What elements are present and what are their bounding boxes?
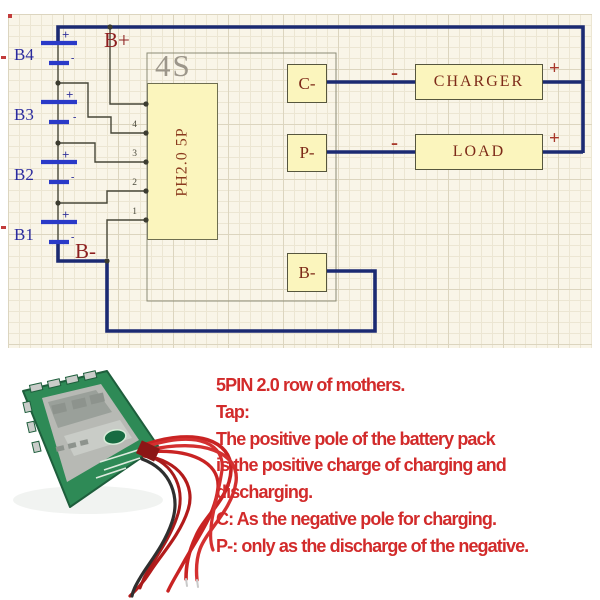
connector-label: PH2.0 5P: [173, 126, 191, 197]
pack-size-label: 4S: [155, 48, 192, 83]
caption-block: 5PIN 2.0 row of mothers. Tap: The positi…: [216, 372, 600, 560]
pcb-fet-bank: [48, 390, 112, 428]
caption-line: P-: only as the discharge of the negativ…: [216, 535, 529, 556]
pcb-pad-row: [64, 420, 132, 456]
b-minus-label: B-: [75, 239, 96, 263]
cell-plus-mark: +: [62, 27, 70, 42]
pcb-silkscreen: [95, 449, 141, 479]
sheet-edge-mark: [1, 226, 6, 229]
pin-number-2: 2: [132, 178, 137, 188]
charger-box: CHARGER: [415, 64, 543, 100]
pin-number-1: 1: [132, 207, 137, 217]
load-label: LOAD: [452, 143, 506, 160]
photo-shadow: [13, 486, 163, 514]
sheet-corner-mark: [8, 14, 12, 18]
cell-minus-mark: -: [71, 172, 75, 183]
caption-line: C: As the negative pole for charging.: [216, 508, 497, 529]
connector-box: PH2.0 5P: [147, 83, 218, 240]
terminal-p-minus-label: P-: [299, 143, 315, 162]
terminal-b-minus-label: B-: [298, 262, 316, 282]
pcb-smd-parts: [51, 392, 105, 452]
caption-line: is the positive charge of charging and: [216, 455, 507, 476]
load-box: LOAD: [415, 134, 543, 170]
wire-bundle-wrap: [135, 440, 161, 462]
charger-minus-sign: -: [391, 60, 398, 84]
pcb-logo: [103, 429, 127, 445]
charger-plus-sign: +: [549, 58, 560, 79]
b-plus-label: B+: [104, 28, 130, 52]
pcb-board: [22, 370, 159, 508]
battery-label-b1: B1: [14, 225, 34, 244]
load-minus-sign: -: [391, 130, 398, 154]
caption-line: The positive pole of the battery pack: [216, 428, 496, 449]
terminal-c-minus-label: C-: [298, 73, 316, 93]
terminal-p-minus: P-: [287, 134, 327, 172]
sheet-edge-mark: [1, 56, 6, 59]
battery-label-b4: B4: [14, 45, 34, 64]
pin-number-3: 3: [132, 149, 137, 159]
caption-line: 5PIN 2.0 row of mothers.: [216, 375, 405, 395]
load-plus-sign: +: [549, 128, 560, 149]
cell-plus-mark: +: [62, 207, 70, 222]
caption-line: discharging.: [216, 482, 313, 503]
terminal-b-minus: B-: [287, 253, 327, 292]
cell-plus-mark: +: [62, 147, 70, 162]
cell-plus-mark: +: [66, 87, 74, 102]
charger-label: CHARGER: [433, 73, 525, 90]
cell-minus-mark: -: [71, 232, 75, 243]
pcb-photo: [13, 370, 238, 598]
cell-minus-mark: -: [71, 53, 75, 64]
caption-line: Tap:: [216, 401, 250, 422]
terminal-c-minus: C-: [287, 64, 327, 103]
cell-minus-mark: -: [73, 112, 77, 123]
pin-number-4: 4: [132, 120, 137, 130]
pcb-copper-area: [42, 384, 139, 482]
battery-label-b3: B3: [14, 105, 34, 124]
battery-label-b2: B2: [14, 165, 34, 184]
pcb-edge-pads: [22, 370, 98, 454]
